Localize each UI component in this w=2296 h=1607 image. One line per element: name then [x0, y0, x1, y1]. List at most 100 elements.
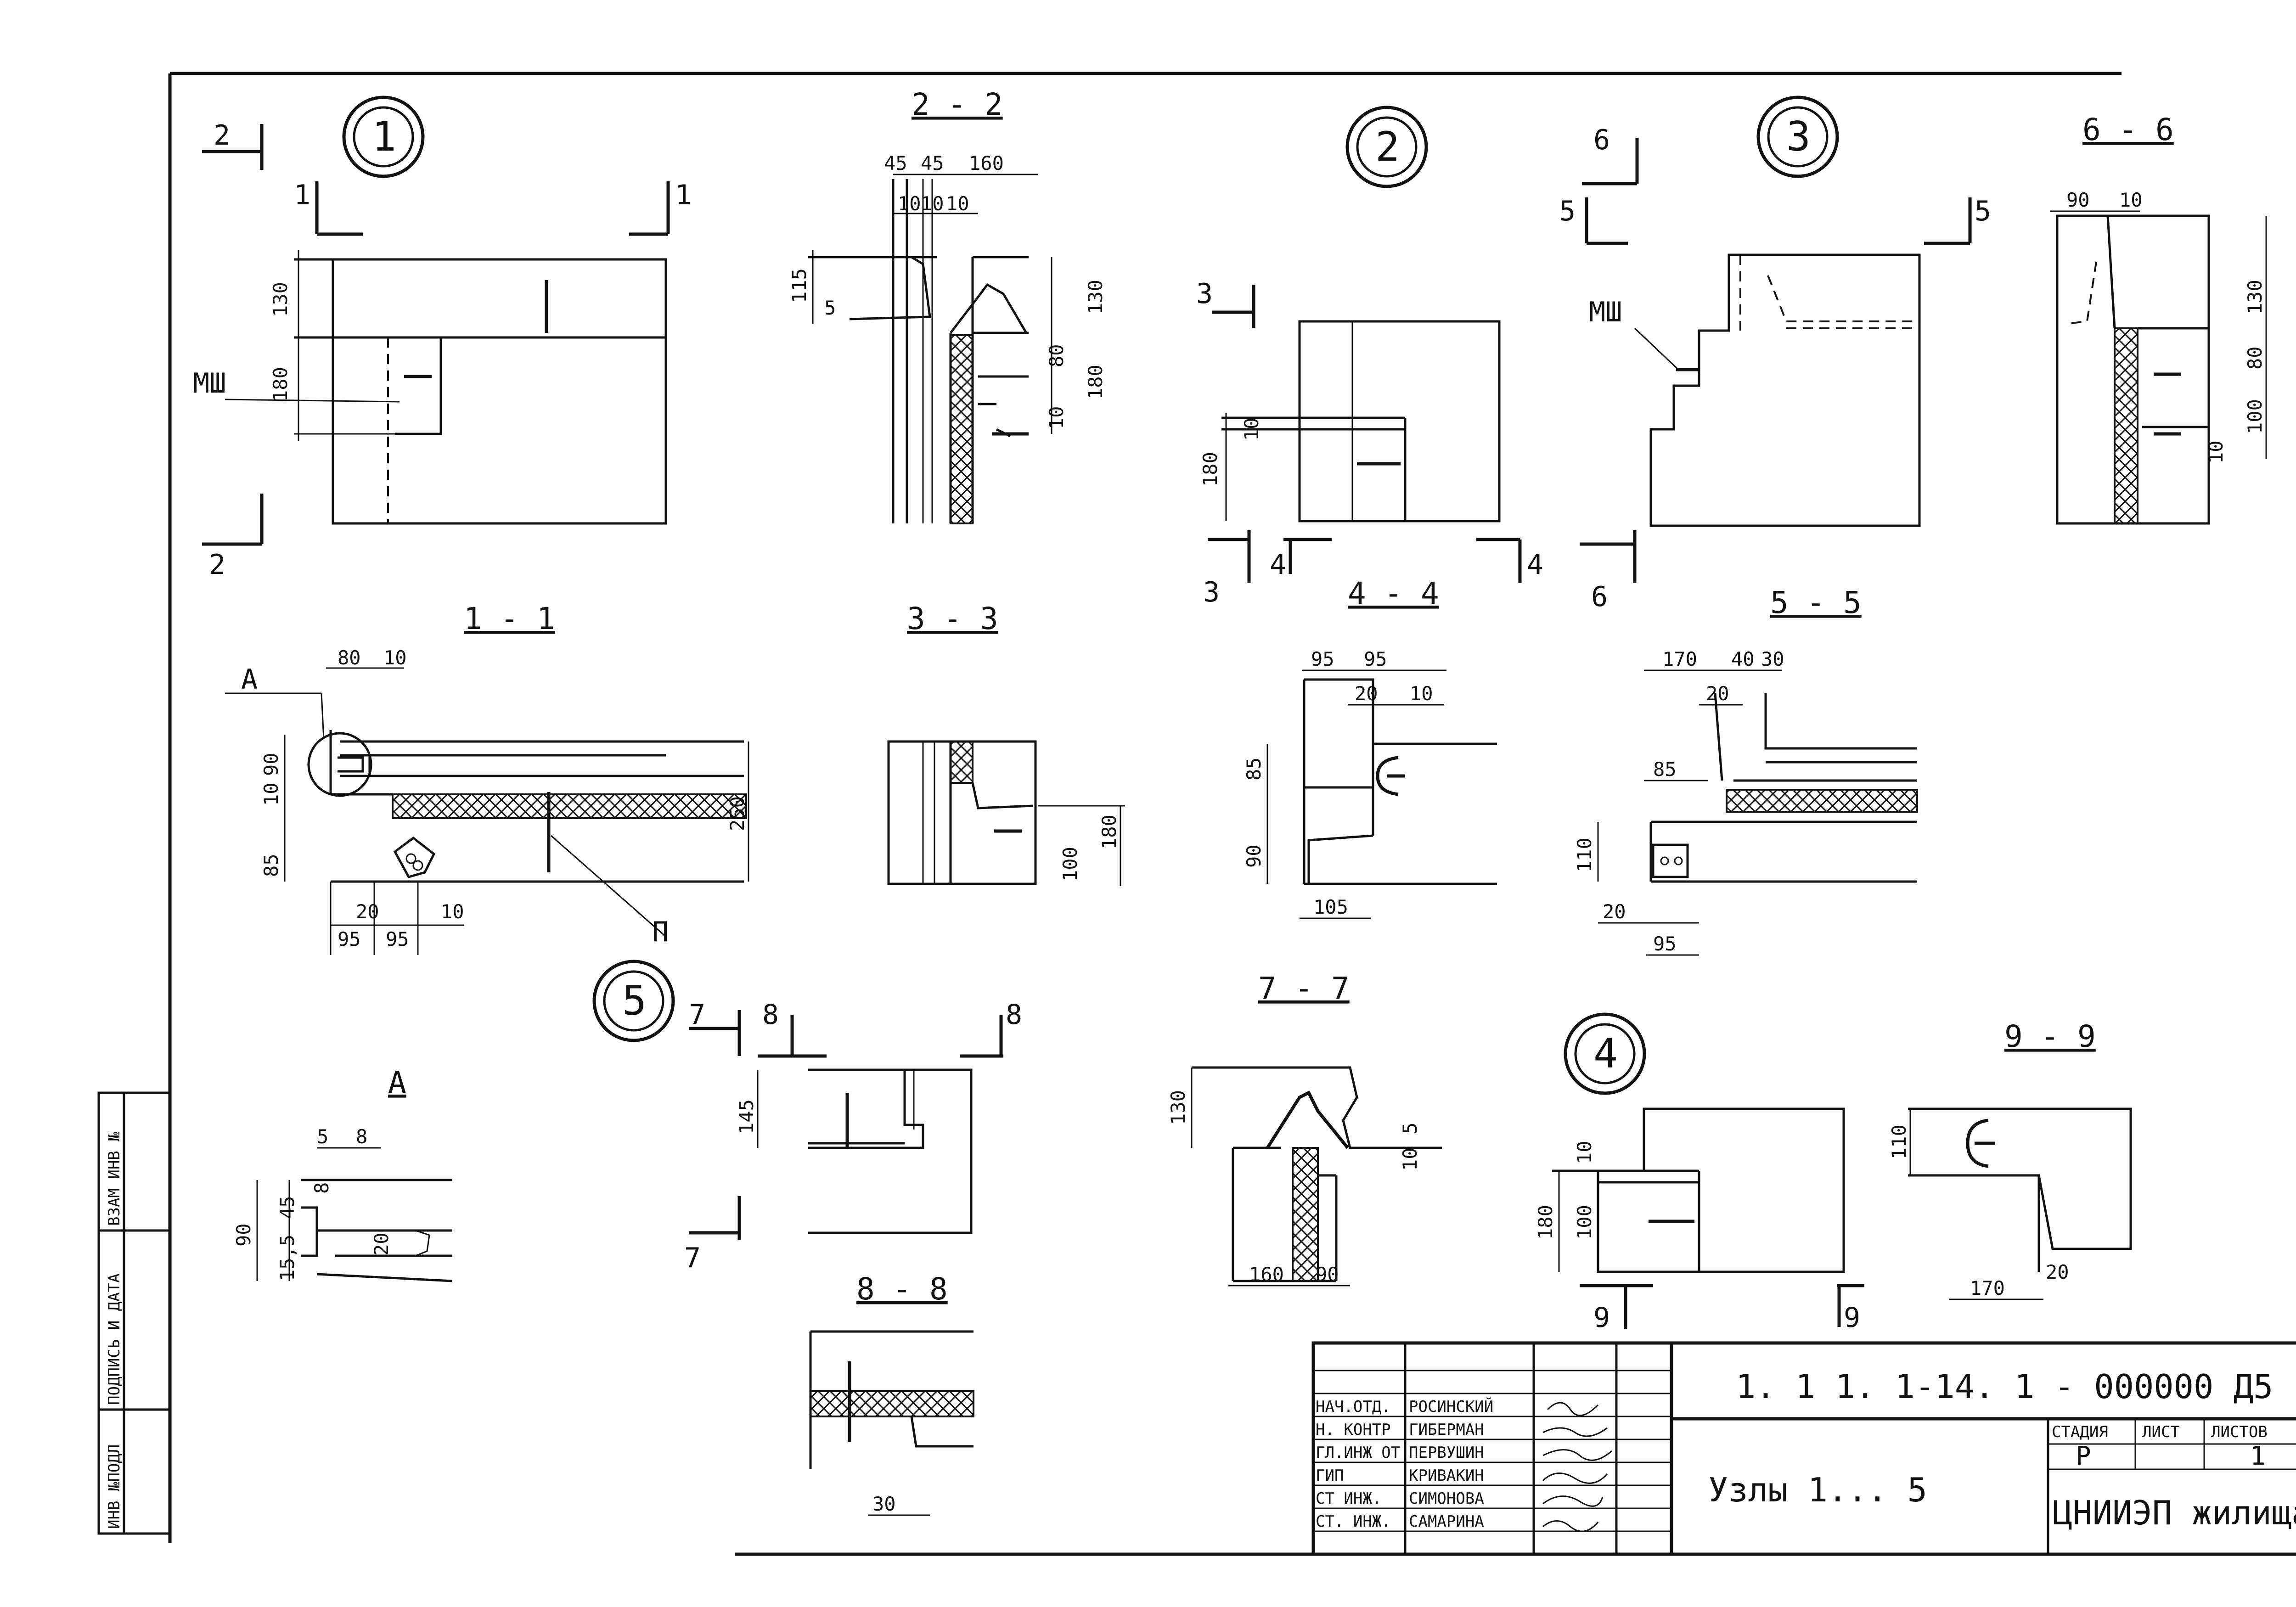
section-7-7: 7 - 7 130 10 5 160 90	[1167, 971, 1442, 1287]
section-5-5: 5 - 5 170 40 30 20 85 110 20 95	[1573, 585, 1918, 956]
s11-dim-95a: 95	[338, 928, 361, 950]
node-5-label: 5	[622, 977, 647, 1024]
section-8-8-label: 8 - 8	[856, 1271, 948, 1307]
stage-header: СТАДИЯ	[2052, 1423, 2108, 1441]
cut-2-bottom: 2	[209, 549, 225, 581]
a-dim-5: 5	[317, 1125, 328, 1148]
s55-dim-30: 30	[1761, 648, 1784, 670]
section-6-6-label: 6 - 6	[2082, 112, 2174, 147]
name-1: РОСИНСКИЙ	[1409, 1397, 1493, 1416]
cut-8-right: 8	[1006, 999, 1022, 1031]
s66-dim-130: 130	[2244, 280, 2266, 315]
node-3: 3 МШ 6 6 5 5	[1559, 96, 1991, 613]
section-9-9-label: 9 - 9	[2004, 1019, 2096, 1054]
n4-dim-100: 100	[1573, 1205, 1596, 1240]
sheets-value: 1	[2250, 1441, 2266, 1471]
s66-dim-80: 80	[2244, 346, 2266, 370]
s55-dim-20: 20	[1706, 682, 1729, 705]
cut-6-top: 6	[1593, 124, 1610, 156]
cut-9-left: 9	[1593, 1302, 1610, 1334]
node-1: 1 130 180 МШ 1 1 2 2	[193, 96, 692, 581]
s11-dim-85: 85	[260, 854, 282, 877]
s66-dim-90: 90	[2066, 189, 2090, 211]
s11-dim-20: 20	[356, 900, 379, 923]
cut-6-bottom: 6	[1591, 581, 1608, 613]
side-stamp: ИНВ №ПОДЛ ПОДПИСЬ И ДАТА ВЗАМ ИНВ №	[97, 1091, 171, 1535]
stamp-inv-podl: ИНВ №ПОДЛ	[105, 1444, 124, 1529]
detail-a: А 90 45 15,5 5 8 8 20	[232, 1065, 453, 1282]
s55-dim-85: 85	[1653, 758, 1677, 781]
cut-7-top: 7	[689, 999, 705, 1031]
node-2-label: 2	[1375, 123, 1400, 170]
cut-4-right: 4	[1527, 549, 1543, 581]
detail-a-label: А	[388, 1065, 406, 1100]
cut-1-left: 1	[294, 179, 310, 211]
stamp-sign-date: ПОДПИСЬ И ДАТА	[105, 1273, 124, 1405]
sheet-header: ЛИСТ	[2142, 1423, 2180, 1441]
s77-dim-90: 90	[1316, 1263, 1339, 1286]
a-dim-8: 8	[356, 1125, 367, 1148]
section-7-7-label: 7 - 7	[1258, 971, 1350, 1006]
s44-dim-90: 90	[1243, 844, 1265, 868]
name-3: ПЕРВУШИН	[1409, 1444, 1484, 1462]
section-9-9: 9 - 9 110 170 20	[1888, 1019, 2132, 1300]
a-dim-90: 90	[232, 1223, 255, 1247]
organization: ЦНИИЭП жилища	[2053, 1494, 2296, 1532]
n4-dim-180: 180	[1534, 1205, 1557, 1240]
node-5: 5 145 7 7 8 8	[592, 960, 1022, 1274]
s88-dim-30: 30	[872, 1493, 896, 1515]
s55-dim-95: 95	[1653, 933, 1677, 955]
mark-msh-3: МШ	[1589, 296, 1622, 328]
section-6-6: 6 - 6 90 10 130 80 100 10	[2050, 112, 2267, 525]
name-4: КРИВАКИН	[1409, 1467, 1484, 1485]
section-3-3: 3 - 3 100 180	[887, 601, 1125, 886]
stage-value: Р	[2076, 1441, 2091, 1471]
section-8-8: 8 - 8 30	[809, 1271, 974, 1516]
a-dim-20: 20	[370, 1232, 393, 1256]
s55-dim-110: 110	[1573, 837, 1596, 872]
s11-dim-90: 90	[260, 753, 282, 776]
s11-dim-10c: 10	[441, 900, 464, 923]
s22-dim-5: 5	[824, 297, 836, 319]
n1-dim-130: 130	[269, 282, 292, 317]
s11-dim-80: 80	[338, 646, 361, 669]
n1-dim-180: 180	[269, 367, 292, 402]
node-2: 2 10 180 3 3 4 4	[1196, 106, 1543, 608]
s99-dim-20: 20	[2046, 1261, 2069, 1283]
section-1-1-label: 1 - 1	[464, 601, 555, 636]
s33-dim-180: 180	[1098, 815, 1120, 849]
cut-8-left: 8	[762, 999, 779, 1031]
name-2: ГИБЕРМАН	[1409, 1421, 1484, 1439]
section-5-5-label: 5 - 5	[1770, 585, 1862, 620]
s66-dim-100: 100	[2244, 399, 2266, 434]
s55-dim-40: 40	[1731, 648, 1755, 670]
s77-dim-130: 130	[1167, 1090, 1189, 1125]
s44-dim-85: 85	[1243, 757, 1265, 781]
cut-9-right: 9	[1844, 1302, 1860, 1334]
s44-dim-95a: 95	[1311, 648, 1334, 670]
s11-dim-95b: 95	[386, 928, 409, 950]
n2-dim-10: 10	[1240, 417, 1263, 441]
section-1-1: 1 - 1 20 95 95 10 80 10 10 90 85 250 А	[225, 601, 749, 955]
s33-dim-100: 100	[1059, 847, 1081, 882]
s11-dim-250: 250	[726, 796, 748, 831]
s22-dim-10a: 10	[898, 192, 921, 215]
cut-7-bottom: 7	[684, 1242, 701, 1274]
s22-dim-10d: 10	[1045, 406, 1068, 429]
role-2: Н. КОНТР	[1316, 1421, 1391, 1439]
section-4-4: 4 - 4 95 95 20 10 85 90 105	[1243, 576, 1497, 919]
s22-dim-80: 80	[1045, 344, 1068, 367]
title-block: 1. 1 1. 1-14. 1 - 000000 Д5 Узлы 1... 5 …	[1311, 1341, 2296, 1556]
mark-a-1: А	[241, 663, 258, 696]
s22-dim-45b: 45	[921, 152, 944, 174]
role-4: ГИП	[1316, 1467, 1344, 1485]
a-dim-155: 15,5	[276, 1235, 298, 1281]
s44-dim-95b: 95	[1364, 648, 1387, 670]
signatures	[1542, 1402, 1612, 1532]
s22-dim-10b: 10	[921, 192, 944, 215]
node-1-label: 1	[372, 113, 396, 160]
section-4-4-label: 4 - 4	[1348, 576, 1439, 611]
mark-msh-1: МШ	[193, 367, 226, 399]
s77-dim-160: 160	[1249, 1263, 1284, 1286]
